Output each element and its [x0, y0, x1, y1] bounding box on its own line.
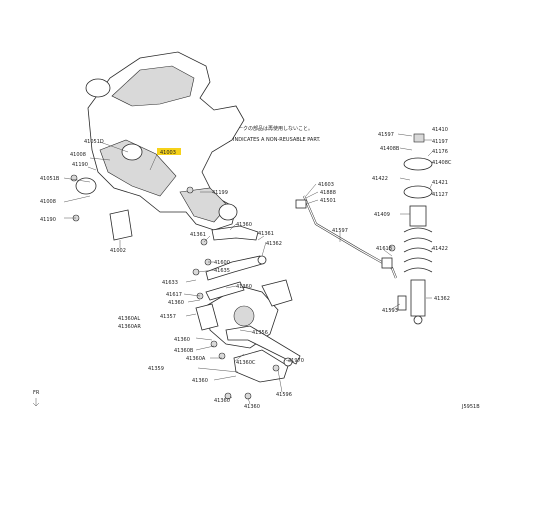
bolt [70, 174, 78, 182]
part-label[interactable]: 41197 [432, 139, 448, 145]
part-label[interactable]: 41360C [236, 360, 256, 366]
part-label[interactable]: 41360 [236, 284, 252, 290]
stopper-block [109, 209, 133, 241]
part-label[interactable]: 41888 [320, 190, 336, 196]
part-label[interactable]: 41617 [166, 292, 182, 298]
part-label[interactable]: 41360 [214, 398, 230, 404]
part-label[interactable]: 41408C [432, 160, 452, 166]
mount-bushing-center [121, 143, 143, 161]
front-direction-marker: FR [32, 390, 40, 407]
shock-body [410, 279, 426, 317]
part-label[interactable]: 41359 [148, 366, 164, 372]
stabilizer-link [381, 257, 393, 269]
bolt [244, 392, 252, 400]
part-label[interactable]: 41360 [192, 378, 208, 384]
part-label[interactable]: 41618 [376, 246, 392, 252]
bump-stopper [409, 205, 427, 227]
part-label[interactable]: 41360B [174, 348, 194, 354]
stabilizer-bushing [295, 199, 307, 209]
part-label[interactable]: 41008 [70, 152, 86, 158]
part-label[interactable]: 41360A [186, 356, 206, 362]
part-label[interactable]: 41360 [168, 300, 184, 306]
part-label[interactable]: 41356 [252, 330, 268, 336]
part-label[interactable]: 41593 [382, 308, 398, 314]
part-label[interactable]: 41603 [318, 182, 334, 188]
part-label[interactable]: 41362 [434, 296, 450, 302]
part-label[interactable]: 41357 [160, 314, 176, 320]
rear-crossmember [75, 51, 245, 241]
part-label[interactable]: 41002 [110, 248, 126, 254]
bolt [224, 392, 232, 400]
part-label[interactable]: 41008 [40, 199, 56, 205]
shock-bracket [397, 295, 407, 311]
part-label[interactable]: 41361 [190, 232, 206, 238]
part-label[interactable]: 41422 [372, 176, 388, 182]
bolt [210, 340, 218, 348]
part-label[interactable]: 41176 [432, 149, 448, 155]
highlighted-part-label-bg [157, 148, 181, 155]
part-label[interactable]: 41190 [40, 217, 56, 223]
part-label[interactable]: 41422 [432, 246, 448, 252]
mount-bushing-rear-right [218, 203, 238, 221]
part-label[interactable]: 41360 [244, 404, 260, 410]
upper-mount [403, 157, 433, 171]
part-label[interactable]: 41633 [162, 280, 178, 286]
part-label[interactable]: 41127 [432, 192, 448, 198]
part-label[interactable]: 41360 [174, 337, 190, 343]
note-line-en: INDICATES A NON-REUSABLE PART. [233, 137, 321, 143]
part-label[interactable]: 41199 [212, 190, 228, 196]
part-label[interactable]: 41501 [320, 198, 336, 204]
bolts [70, 174, 396, 400]
mount-bushing-rear-left [75, 177, 97, 195]
part-label[interactable]: 41361 [258, 231, 274, 237]
nut [413, 133, 425, 143]
hub [233, 305, 255, 327]
bolt [272, 364, 280, 372]
diagram-id: J5951B [461, 404, 480, 410]
part-label[interactable]: 41360 [236, 222, 252, 228]
part-label[interactable]: 41597 [378, 132, 394, 138]
note-line-jp: マークの部品は再使用しないこと。 [233, 125, 313, 132]
front-arrow-icon [32, 398, 40, 407]
part-label[interactable]: 41051D [84, 139, 104, 145]
bolt [218, 352, 226, 360]
part-label-highlighted[interactable]: 41003 [160, 150, 176, 156]
coil-spring [403, 227, 433, 273]
control-arms [205, 225, 301, 383]
part-label[interactable]: 41360AR [118, 324, 141, 330]
part-labels: 41051D 41003 41008 41190 41051B 41008 41… [40, 127, 452, 410]
part-label[interactable]: 41600 [214, 260, 230, 266]
bolt [388, 244, 396, 252]
lateral-link [211, 225, 259, 241]
part-label[interactable]: 41409 [374, 212, 390, 218]
knuckle-bushing [195, 303, 219, 331]
part-label[interactable]: 41421 [432, 180, 448, 186]
spring-seat [403, 185, 433, 199]
lower-arm [225, 325, 301, 365]
part-label[interactable]: 41635 [214, 268, 230, 274]
stabilizer-bar [295, 195, 398, 279]
part-label[interactable]: 41360AL [118, 316, 140, 322]
part-label[interactable]: 41970 [288, 358, 304, 364]
shock-absorber-assembly [397, 133, 433, 325]
bolt [186, 186, 194, 194]
part-label[interactable]: 41597 [332, 228, 348, 234]
part-label[interactable]: 41596 [276, 392, 292, 398]
mount-bushing-front-left [85, 78, 111, 98]
part-label[interactable]: 41190 [72, 162, 88, 168]
part-label[interactable]: 41408B [380, 146, 400, 152]
part-label[interactable]: 41362 [266, 241, 282, 247]
part-label[interactable]: 41410 [432, 127, 448, 133]
fr-label: FR [33, 390, 40, 396]
part-label[interactable]: 41051B [40, 176, 60, 182]
leader-lines [63, 133, 433, 405]
